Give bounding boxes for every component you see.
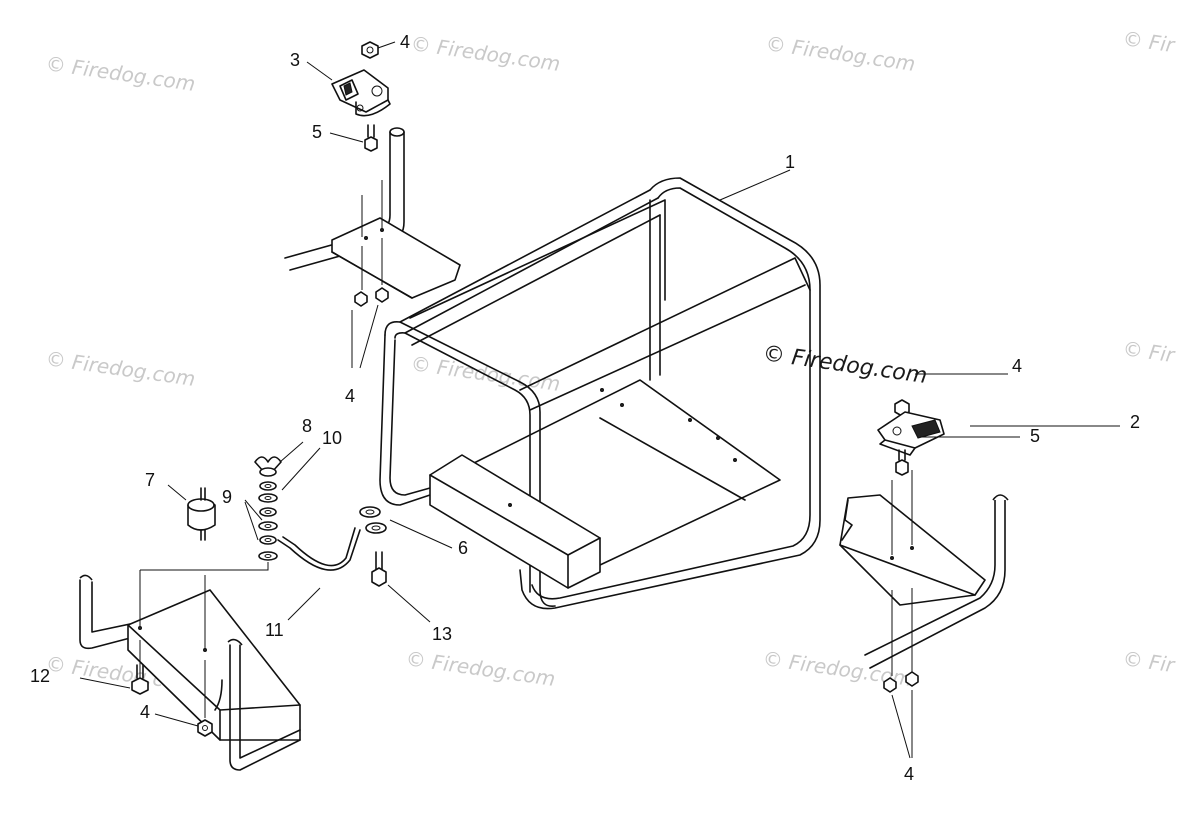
watermark: © Firedog.com [409, 351, 562, 396]
callout-5: 5 [312, 122, 322, 142]
watermark: © Firedog.com [44, 51, 197, 96]
top-left-mount [284, 41, 461, 369]
callout-10: 10 [322, 428, 342, 448]
watermark-edge: © Fir [1121, 646, 1177, 677]
callout-11: 11 [265, 620, 284, 640]
callout-leaders [167, 41, 1120, 623]
watermark-edge: © Fir [1121, 26, 1177, 57]
callout-4: 4 [1012, 356, 1022, 376]
callout-4: 4 [140, 702, 150, 722]
callout-13: 13 [432, 624, 452, 644]
ground-assembly [140, 456, 387, 587]
callout-labels: 1 2 3 4 5 4 4 5 6 7 8 9 10 11 12 13 4 4 [30, 32, 1140, 784]
watermark-edge: © Fir [1121, 336, 1177, 367]
callout-6: 6 [458, 538, 468, 558]
callout-1: 1 [785, 152, 795, 172]
callout-9: 9 [222, 487, 232, 507]
callout-3: 3 [290, 50, 300, 70]
watermark-center: © Firedog.com [761, 341, 929, 389]
watermark: © Firedog.com [409, 31, 562, 76]
callout-8: 8 [302, 416, 312, 436]
right-mount [839, 399, 1009, 759]
callout-2: 2 [1130, 412, 1140, 432]
watermark: © Firedog.com [404, 646, 557, 691]
watermark: © Firedog.com [44, 346, 197, 391]
callout-4: 4 [400, 32, 410, 52]
main-frame [379, 177, 821, 610]
callout-5: 5 [1030, 426, 1040, 446]
watermark: © Firedog.com [764, 31, 917, 76]
callout-7: 7 [145, 470, 155, 490]
callout-12: 12 [30, 666, 50, 686]
callout-4: 4 [904, 764, 914, 784]
lower-left-base [79, 570, 301, 771]
callout-4: 4 [345, 386, 355, 406]
